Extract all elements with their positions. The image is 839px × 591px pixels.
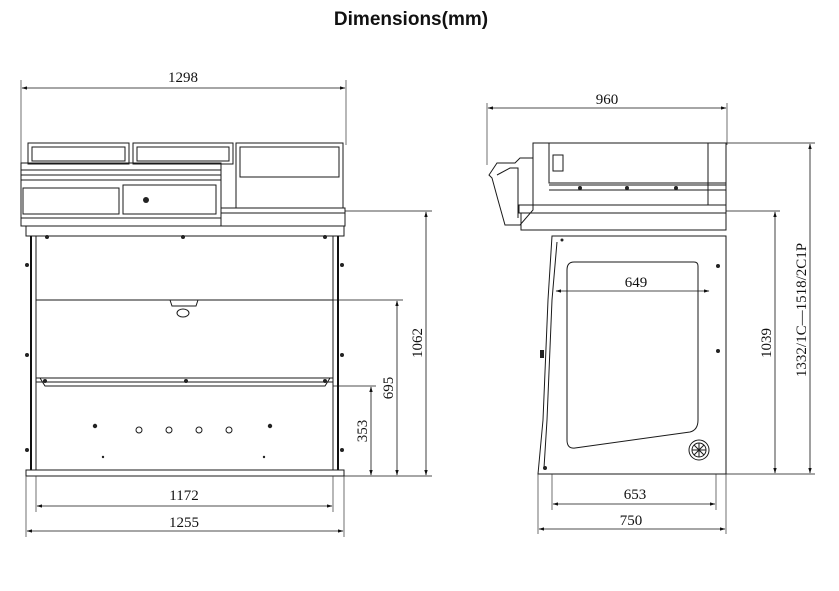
control-unit [20, 162, 222, 219]
front-view: 1298 [20, 70, 432, 537]
top-tray [27, 142, 130, 165]
dim-inner-depth: 653 [624, 487, 647, 503]
top-tray-inner [31, 146, 126, 162]
drawer [122, 184, 217, 215]
dim-total-height: 1062 [410, 328, 426, 358]
dim-middle-height: 695 [381, 377, 397, 400]
lower-panel [35, 381, 334, 471]
dim-lower-height: 353 [355, 420, 371, 443]
dim-model-height: 1332/1C—1518/2C1P [794, 243, 810, 377]
deck [220, 207, 346, 227]
hole [225, 426, 233, 434]
top-tray-right [235, 142, 344, 209]
top-tray-inner [136, 146, 230, 162]
dim-base-width: 1255 [169, 515, 199, 531]
top-tray [132, 142, 234, 165]
dim-overall-depth: 960 [596, 92, 619, 108]
dim-overall-width: 1298 [168, 70, 198, 86]
fan [688, 439, 710, 461]
dim-window-width: 649 [625, 275, 648, 291]
dim-base-depth: 750 [620, 513, 643, 529]
hole [135, 426, 143, 434]
side-view: 960 [486, 92, 815, 534]
drawer [22, 187, 120, 215]
handle [169, 299, 199, 307]
top-tray-right-inner [239, 146, 340, 178]
dim-body-height: 1039 [759, 328, 775, 358]
lock [176, 308, 190, 318]
page-title: Dimensions(mm) [333, 9, 489, 30]
deck-bar [518, 204, 727, 214]
cabinet-base [25, 469, 345, 477]
hole [165, 426, 173, 434]
drawer-knob [143, 197, 149, 203]
side-window [566, 261, 699, 449]
dim-inner-width: 1172 [169, 488, 198, 504]
cabinet-top [25, 225, 345, 237]
top-unit [532, 142, 727, 206]
control-panel [488, 157, 534, 226]
hole [195, 426, 203, 434]
